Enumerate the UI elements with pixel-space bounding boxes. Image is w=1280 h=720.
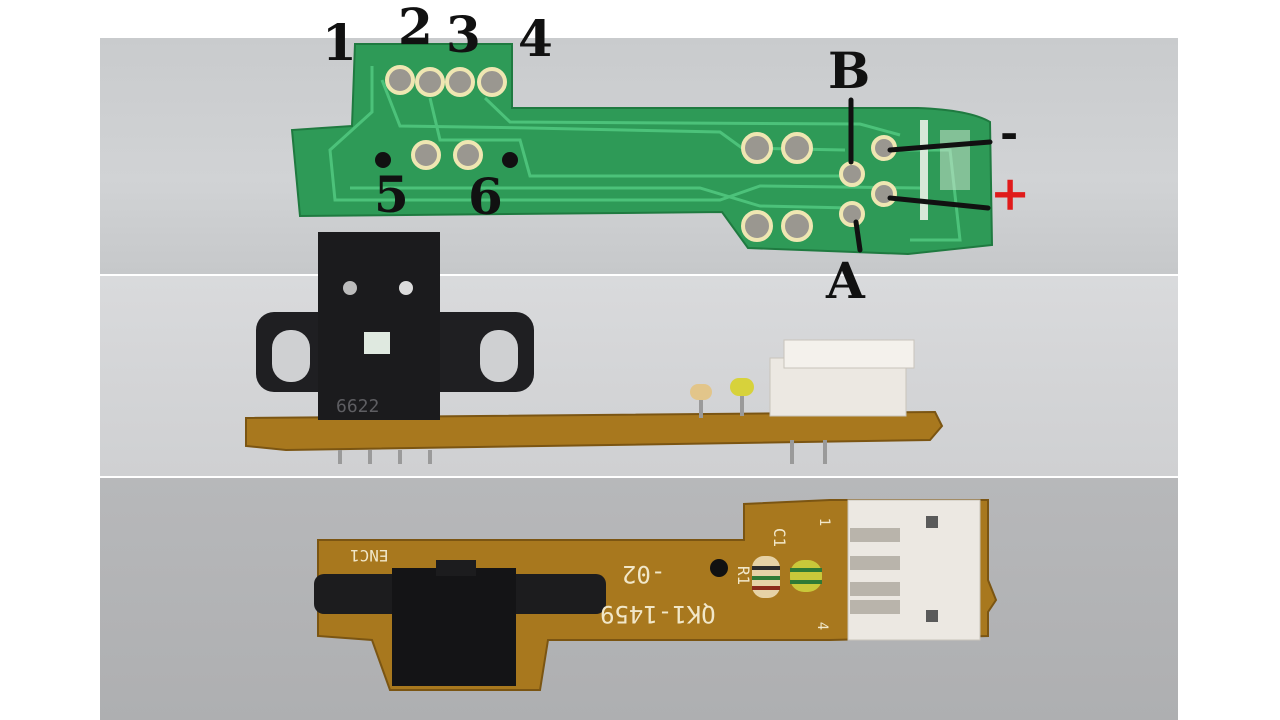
capacitor-marking: C1 <box>770 527 790 548</box>
pin-1-label: 1 <box>322 13 357 72</box>
resistor-marking: R1 <box>734 565 754 586</box>
pin-4-label: 4 <box>518 9 553 68</box>
pin-5-label: 5 <box>374 165 409 224</box>
side-view-board <box>245 232 944 464</box>
revision-marking: -02 <box>622 560 666 588</box>
channel-b-label: B <box>828 41 871 100</box>
connector-pin-1-marking: 1 <box>816 517 833 527</box>
enc1-marking: ENC1 <box>350 546 389 565</box>
pin-2-label: 2 <box>398 0 433 56</box>
part-number-marking: QK1-1459 <box>600 600 716 628</box>
pin-6-label: 6 <box>468 167 503 226</box>
green-pcb <box>290 43 994 256</box>
sensor-code-marking: 6622 <box>336 396 380 417</box>
plus-label: + <box>990 166 1031 222</box>
capacitor <box>790 560 822 592</box>
channel-a-label: A <box>826 251 865 310</box>
component-side-board <box>314 499 998 691</box>
resistor <box>752 556 780 598</box>
connector-pin-4-marking: 4 <box>814 621 831 631</box>
sensor-top-view <box>392 568 516 686</box>
pin-3-label: 3 <box>446 5 481 64</box>
optical-sensor <box>318 232 440 420</box>
minus-label: - <box>1000 108 1019 159</box>
